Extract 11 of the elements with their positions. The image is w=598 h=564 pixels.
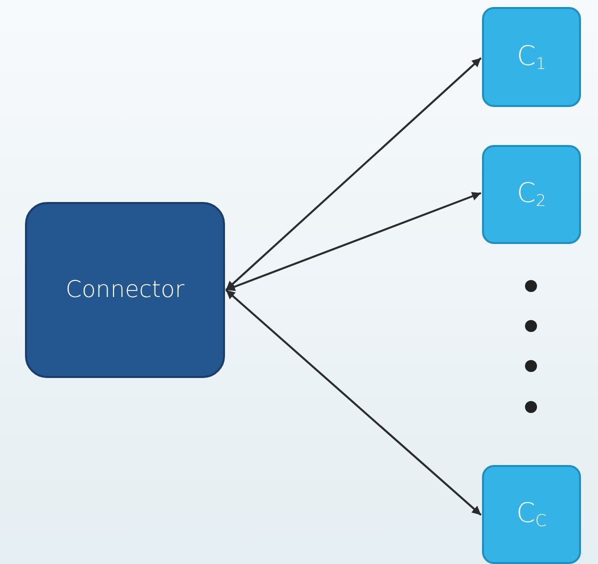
box-label: Connector xyxy=(66,277,184,303)
connector-box xyxy=(25,202,225,378)
box-label: C$_{1}$ xyxy=(516,40,546,74)
box-label: C$_{2}$ xyxy=(516,178,546,211)
double-arrow xyxy=(226,192,482,291)
box-label: C$_{C}$ xyxy=(516,498,547,531)
double-arrow xyxy=(225,289,482,516)
component-box xyxy=(482,145,581,244)
component-box xyxy=(482,465,581,564)
double-arrow xyxy=(225,57,482,291)
component-box xyxy=(482,7,581,107)
